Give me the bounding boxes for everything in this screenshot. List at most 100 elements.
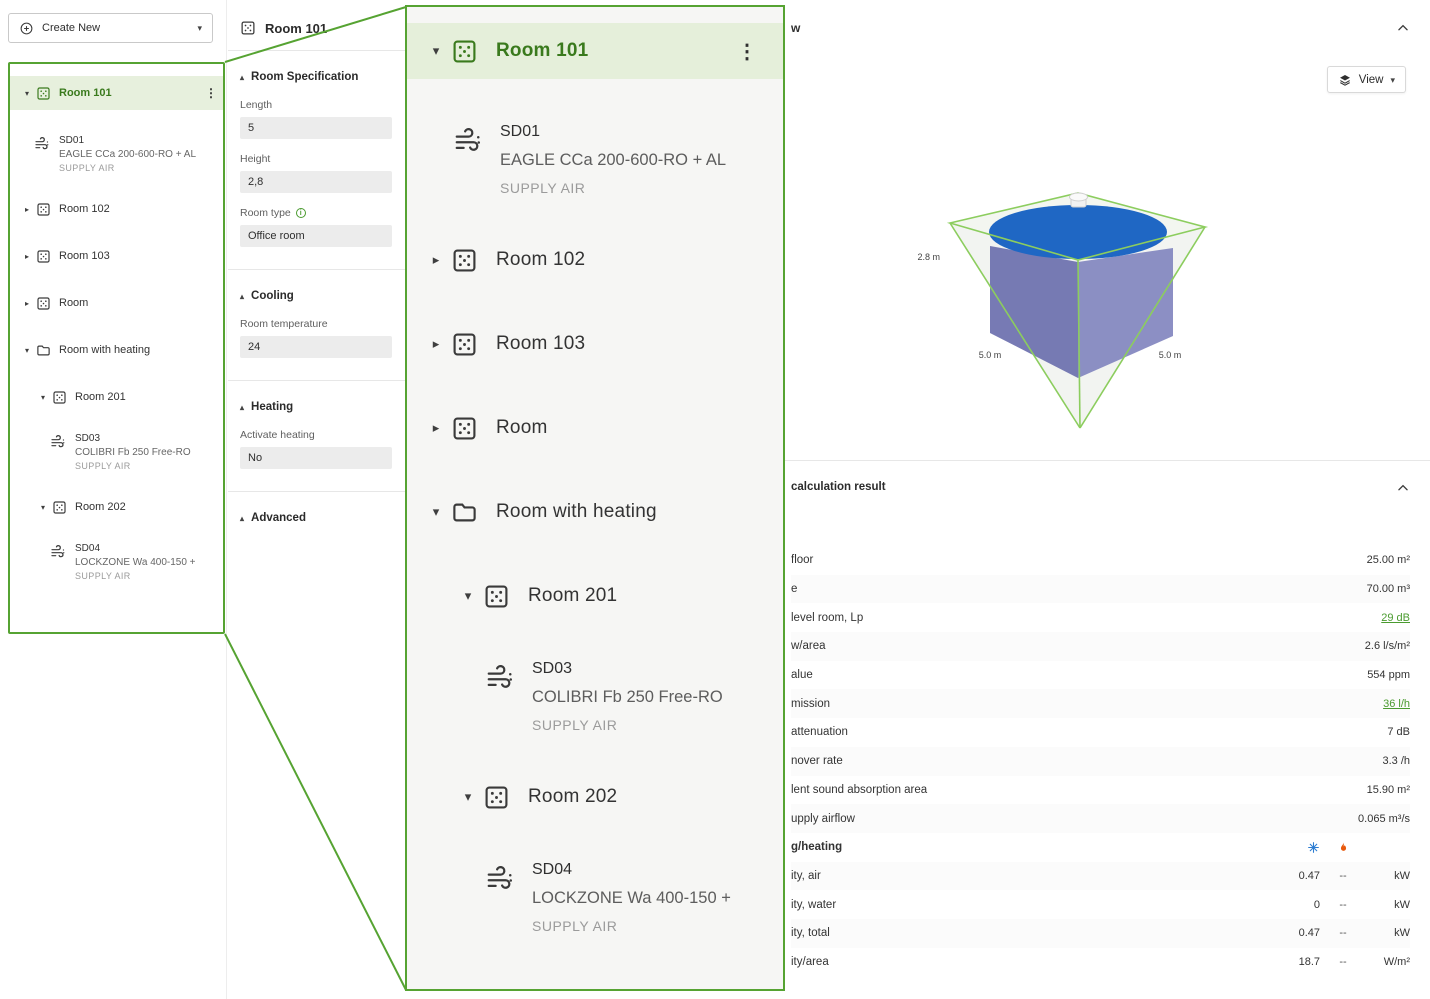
result-label: g/heating	[791, 841, 843, 854]
section-header-heating[interactable]: Heating	[228, 381, 414, 415]
kebab-menu-icon[interactable]	[205, 86, 217, 100]
expander-caret-icon[interactable]: ▸	[24, 204, 29, 214]
result-value: 70.00 m³	[1366, 583, 1410, 596]
tree-room-item[interactable]: ▾Room 101	[407, 23, 783, 79]
expander-caret-icon[interactable]: ▸	[432, 336, 440, 351]
air-diffuser-icon	[485, 663, 515, 693]
tree-item-label: Room 201	[528, 585, 618, 606]
tree-item-label: Room 202	[528, 786, 618, 807]
tree-room-item[interactable]: ▸Room	[407, 408, 783, 448]
tree-room-item[interactable]: ▸Room 103	[407, 324, 783, 364]
dim-width-label: 5.0 m	[979, 350, 1002, 360]
result-value: 554 ppm	[1367, 669, 1410, 682]
section-header-advanced[interactable]: Advanced	[228, 492, 414, 526]
expander-caret-icon[interactable]: ▸	[432, 420, 440, 435]
result-unit: kW	[1394, 869, 1410, 882]
expander-caret-icon[interactable]: ▾	[464, 588, 472, 603]
expander-caret-icon[interactable]: ▾	[432, 43, 440, 58]
tree-folder-item[interactable]: ▾ Room with heating	[407, 492, 783, 532]
tree-room-item[interactable]: ▸Room 102	[407, 240, 783, 280]
field-input-length[interactable]: 5	[240, 117, 392, 139]
tree-room-item[interactable]: ▾Room 201	[10, 386, 223, 408]
diffuser-code: SD03	[532, 660, 573, 677]
diffuser-name: EAGLE CCa 200-600-RO + AL	[500, 151, 727, 169]
view-dropdown-button[interactable]: View	[1326, 66, 1406, 93]
air-diffuser-icon	[34, 136, 50, 152]
flame-icon	[1320, 841, 1366, 854]
viewport-title-fragment: w	[791, 21, 801, 35]
room-icon	[36, 296, 51, 311]
result-value[interactable]: 29 dB	[1381, 611, 1410, 624]
tree-room-item[interactable]: ▸Room 102	[10, 198, 223, 220]
result-label: ity, total	[791, 927, 830, 940]
diffuser-airtype: SUPPLY AIR	[59, 163, 115, 173]
air-diffuser-icon	[50, 434, 66, 450]
room-icon	[36, 86, 51, 101]
room-wall-left	[990, 246, 1078, 378]
kebab-menu-icon[interactable]	[737, 39, 757, 64]
room-icon	[36, 249, 51, 264]
result-unit: kW	[1394, 898, 1410, 911]
form-field-room-type: Room typeOffice room	[228, 193, 414, 247]
expander-caret-icon[interactable]: ▾	[40, 502, 45, 512]
result-row: alue 554 ppm	[791, 661, 1410, 690]
field-input-room-type[interactable]: Office room	[240, 225, 392, 247]
diffuser-code: SD04	[75, 543, 101, 554]
create-new-icon	[19, 21, 34, 36]
tree-folder-item[interactable]: ▾Room with heating	[10, 339, 223, 361]
diffuser-name: COLIBRI Fb 250 Free-RO	[75, 447, 191, 458]
expander-caret-icon[interactable]: ▾	[464, 789, 472, 804]
air-diffuser-icon	[485, 864, 515, 894]
result-value: 2.6 l/s/m²	[1364, 640, 1410, 653]
field-input-activate-heating[interactable]: No	[240, 447, 392, 469]
results-and-3d-panel: w View 2.8 m 5.0 m 5.0 m calculation	[785, 0, 1430, 999]
tree-room-item[interactable]: ▸Room 103	[10, 245, 223, 267]
tree-room-item[interactable]: ▾ Room 202	[407, 777, 783, 817]
spec-panel-title: Room 101	[265, 20, 328, 36]
tree-item-label: Room with heating	[496, 501, 657, 522]
room-3d-viewport[interactable]: 2.8 m 5.0 m 5.0 m	[835, 170, 1315, 465]
result-label: alue	[791, 669, 813, 682]
magnified-tree-callout: ▾Room 101SD01EAGLE CCa 200-600-RO + ALSU…	[405, 5, 785, 991]
tree-room-item[interactable]: ▾Room 101	[10, 76, 223, 110]
expander-caret-icon[interactable]: ▸	[24, 298, 29, 308]
folder-icon	[451, 499, 478, 526]
field-input-height[interactable]: 2,8	[240, 171, 392, 193]
spec-panel-header: Room 101	[228, 0, 414, 50]
expander-caret-icon[interactable]: ▾	[432, 504, 440, 519]
room-3d-render: 2.8 m 5.0 m 5.0 m	[917, 192, 1209, 429]
expander-caret-icon[interactable]: ▾	[24, 345, 29, 355]
section-header-cooling[interactable]: Cooling	[228, 270, 414, 304]
result-value[interactable]: 36 l/h	[1383, 697, 1410, 710]
collapse-3d-view-button[interactable]	[1394, 19, 1412, 37]
chevron-down-icon	[1390, 74, 1395, 86]
result-label: level room, Lp	[791, 611, 864, 624]
diffuser-airtype: SUPPLY AIR	[532, 918, 618, 934]
expander-caret-icon[interactable]: ▾	[40, 392, 45, 402]
tree-room-item[interactable]: ▸Room	[10, 292, 223, 314]
expander-caret-icon[interactable]: ▸	[432, 252, 440, 267]
expander-caret-icon[interactable]: ▸	[24, 251, 29, 261]
result-label: w/area	[791, 640, 826, 653]
tree-room-item[interactable]: ▾ Room 201	[407, 576, 783, 616]
section-divider	[228, 269, 414, 270]
field-input-room-temperature[interactable]: 24	[240, 336, 392, 358]
section-header-room-specification[interactable]: Room Specification	[228, 51, 414, 85]
expander-caret-icon[interactable]: ▾	[24, 88, 29, 98]
tree-room-item[interactable]: ▾Room 202	[10, 496, 223, 518]
create-new-button[interactable]: Create New	[8, 13, 213, 43]
collapse-results-button[interactable]	[1394, 479, 1412, 497]
result-value-cooling: 0	[1313, 898, 1320, 911]
